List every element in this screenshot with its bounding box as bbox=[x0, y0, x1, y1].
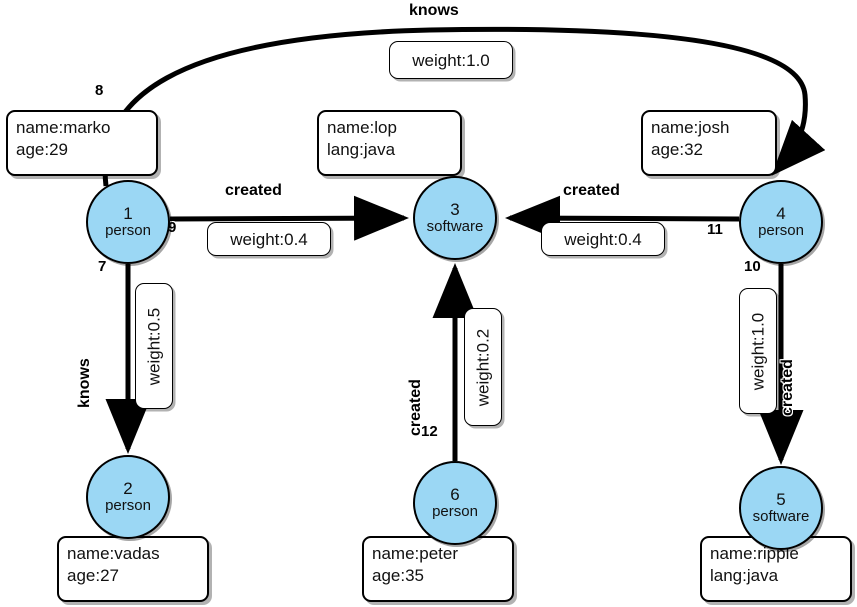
weight-text: weight:1.0 bbox=[412, 50, 490, 70]
edge-path-9 bbox=[169, 195, 409, 241]
vertex-id: 3 bbox=[450, 199, 460, 219]
edge-id-10: 10 bbox=[744, 258, 761, 275]
edge-id-7: 7 bbox=[98, 258, 107, 275]
property-box-marko: name:marko age:29 bbox=[6, 110, 158, 176]
vertex-id: 2 bbox=[123, 478, 133, 498]
vertex-3[interactable]: 3 software bbox=[413, 176, 497, 260]
edge-path-11 bbox=[505, 195, 740, 241]
vertex-2[interactable]: 2 person bbox=[86, 455, 170, 539]
weight-text: weight:0.4 bbox=[564, 229, 642, 249]
edge-label-created-left: created bbox=[225, 182, 282, 199]
property-line: lang:java bbox=[327, 139, 396, 159]
edge-label-knows-top: knows bbox=[409, 2, 459, 19]
vertex-id: 6 bbox=[450, 484, 460, 504]
edge-label-created-right-vertical: created bbox=[779, 359, 796, 416]
vertex-id: 1 bbox=[123, 203, 133, 223]
edge-id-12: 12 bbox=[421, 423, 438, 440]
vertex-label: person bbox=[105, 496, 151, 514]
property-line: name:lop bbox=[327, 118, 397, 137]
vertex-label: person bbox=[432, 502, 478, 520]
property-box-peter: name:peter age:35 bbox=[362, 536, 514, 602]
weight-chip-edge-7: weight:0.5 bbox=[135, 283, 173, 409]
weight-text: weight:1.0 bbox=[748, 312, 768, 390]
property-box-vadas: name:vadas age:27 bbox=[57, 536, 209, 602]
property-box-lop: name:lop lang:java bbox=[317, 110, 462, 176]
property-line: name:peter bbox=[372, 544, 458, 563]
property-line: name:vadas bbox=[67, 544, 160, 563]
weight-chip-edge-9: weight:0.4 bbox=[207, 222, 331, 256]
edge-label-knows-left: knows bbox=[76, 358, 93, 408]
vertex-1[interactable]: 1 person bbox=[86, 180, 170, 264]
property-line: age:29 bbox=[16, 139, 68, 159]
edge-id-8: 8 bbox=[95, 82, 104, 99]
weight-text: weight:0.4 bbox=[230, 229, 308, 249]
weight-text: weight:0.2 bbox=[473, 328, 493, 406]
edge-id-9: 9 bbox=[168, 219, 177, 236]
vertex-6[interactable]: 6 person bbox=[413, 461, 497, 545]
vertex-id: 5 bbox=[776, 489, 786, 509]
weight-chip-edge-12: weight:0.2 bbox=[464, 308, 502, 426]
property-line: age:27 bbox=[67, 565, 119, 585]
weight-chip-edge-8: weight:1.0 bbox=[389, 41, 513, 79]
vertex-id: 4 bbox=[776, 203, 786, 223]
property-line: name:josh bbox=[651, 118, 730, 137]
weight-text: weight:0.5 bbox=[144, 307, 164, 385]
property-line: age:35 bbox=[372, 565, 424, 585]
vertex-label: software bbox=[426, 217, 484, 235]
edge-label-created-right: created bbox=[563, 182, 620, 199]
weight-chip-edge-11: weight:0.4 bbox=[541, 222, 665, 256]
vertex-label: person bbox=[758, 221, 804, 239]
vertex-label: software bbox=[752, 507, 810, 525]
property-box-josh: name:josh age:32 bbox=[641, 110, 777, 176]
edge-path-8 bbox=[102, 26, 826, 187]
edge-id-11: 11 bbox=[707, 221, 723, 238]
vertex-4[interactable]: 4 person bbox=[739, 180, 823, 264]
weight-chip-edge-10: weight:1.0 bbox=[739, 288, 777, 414]
vertex-label: person bbox=[105, 221, 151, 239]
vertex-5[interactable]: 5 software bbox=[739, 466, 823, 550]
property-line: name:marko bbox=[16, 118, 111, 137]
property-line: lang:java bbox=[710, 565, 779, 585]
property-line: age:32 bbox=[651, 139, 703, 159]
